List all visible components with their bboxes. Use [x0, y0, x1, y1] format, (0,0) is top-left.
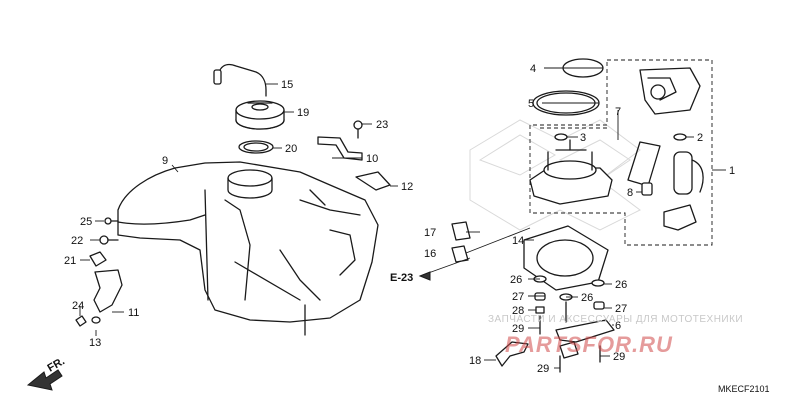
bolt-22 — [99, 235, 119, 245]
watermark-text: ЗАПЧАСТИ И АКСЕССУАРЫ ДЛЯ МОТОТЕХНИКИ — [488, 314, 743, 325]
callout-29-right: 29 — [613, 351, 625, 363]
bracket-6 — [555, 319, 615, 343]
mounting-rubber — [89, 251, 107, 267]
callout-7: 7 — [615, 106, 621, 118]
clip-8 — [641, 182, 653, 196]
reference-arrow — [418, 271, 431, 281]
callout-2: 2 — [697, 132, 703, 144]
callout-10: 10 — [366, 153, 378, 165]
callout-26-right: 26 — [615, 279, 627, 291]
callout-11: 11 — [128, 307, 139, 319]
bolt-25 — [104, 217, 119, 225]
bolt-23 — [353, 120, 363, 139]
part-28 — [535, 306, 545, 314]
pump-motor — [673, 151, 704, 195]
cap-gasket — [238, 140, 274, 154]
front-label: FR. — [46, 355, 67, 374]
seal-3 — [554, 133, 568, 141]
plate-12 — [355, 171, 391, 191]
callout-20: 20 — [285, 143, 297, 155]
callout-17: 17 — [424, 227, 436, 239]
seal-2 — [673, 133, 687, 141]
callout-15: 15 — [281, 79, 293, 91]
breather-tube — [217, 63, 267, 97]
tank-bracket — [93, 269, 123, 313]
callout-18: 18 — [469, 355, 481, 367]
callout-24: 24 — [72, 300, 84, 312]
assembly-group-box — [529, 59, 713, 246]
callout-29-left: 29 — [512, 323, 524, 335]
callout-27-left: 27 — [512, 291, 524, 303]
callout-9: 9 — [162, 155, 168, 167]
front-direction-arrow — [26, 369, 63, 391]
diagram-code: MKECF2101 — [718, 384, 770, 394]
clip-6 — [559, 341, 579, 359]
fuel-pump-unit — [529, 139, 613, 205]
callout-19: 19 — [297, 107, 309, 119]
callout-26-left: 26 — [510, 274, 522, 286]
leader-lines — [79, 67, 726, 369]
fuel-filter — [627, 141, 661, 187]
breather-tube-end — [213, 69, 222, 85]
callout-5: 5 — [528, 98, 534, 110]
pump-filter — [663, 204, 697, 231]
rubber-17 — [451, 221, 471, 241]
fuel-tank — [117, 161, 379, 336]
callout-23: 23 — [376, 119, 388, 131]
callout-25: 25 — [80, 216, 92, 228]
callout-27-right: 27 — [615, 303, 627, 315]
callout-12: 12 — [401, 181, 413, 193]
fuel-cap — [235, 100, 285, 130]
collar-27-left — [534, 292, 546, 301]
callout-8: 8 — [627, 187, 633, 199]
callout-16: 16 — [424, 248, 436, 260]
watermark-logo: PARTSFOR.RU — [505, 332, 673, 357]
fuel-pump-head — [639, 67, 701, 115]
callout-21: 21 — [64, 255, 76, 267]
callout-1: 1 — [729, 165, 735, 177]
callout-29-lower: 29 — [537, 363, 549, 375]
callout-26-center: 26 — [581, 292, 593, 304]
rubber-16 — [451, 245, 469, 263]
callout-28: 28 — [512, 305, 524, 317]
callout-6: 6 — [615, 320, 621, 332]
lever-18 — [495, 341, 529, 367]
washer-13 — [91, 316, 101, 324]
callout-22: 22 — [71, 235, 83, 247]
callout-14: 14 — [512, 235, 524, 247]
callout-13: 13 — [89, 337, 101, 349]
callout-4: 4 — [530, 63, 536, 75]
gasket-14 — [523, 225, 609, 291]
collar-27-right — [593, 301, 605, 310]
callout-3: 3 — [580, 132, 586, 144]
bolt-24 — [75, 315, 87, 327]
reference-label: E-23 — [390, 272, 413, 284]
washer-26-right — [591, 279, 605, 287]
bracket-10 — [317, 136, 363, 161]
